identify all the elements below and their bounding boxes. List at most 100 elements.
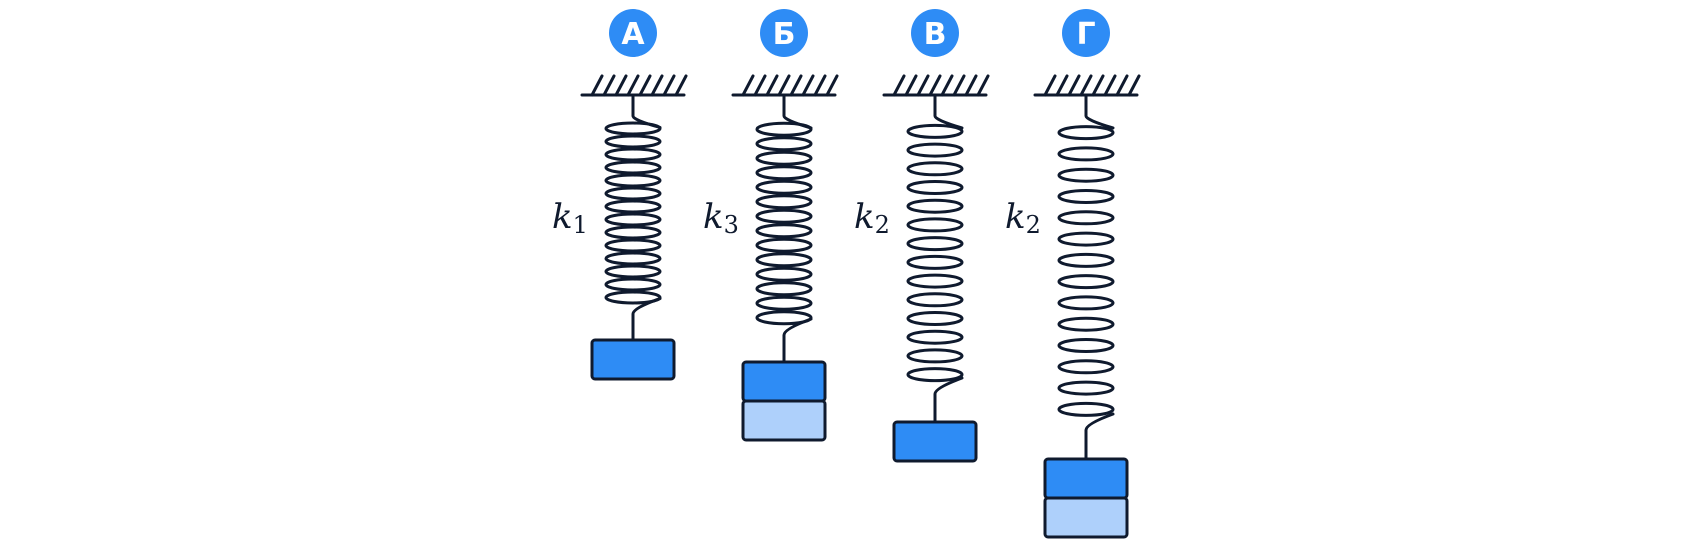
spring-coil bbox=[906, 198, 964, 214]
ceiling-hatch bbox=[1067, 74, 1081, 97]
load-block-top bbox=[1043, 457, 1129, 500]
ceiling-hatch bbox=[789, 74, 803, 97]
ceiling-hatch bbox=[964, 74, 978, 97]
spring-coil bbox=[1057, 401, 1115, 417]
ceiling-hatch bbox=[1127, 74, 1141, 97]
stiffness-label: k2 bbox=[854, 197, 890, 239]
ceiling-support bbox=[731, 74, 839, 97]
spring-coil bbox=[604, 173, 662, 188]
badge-circle bbox=[911, 9, 959, 57]
load-block bbox=[892, 420, 978, 463]
spring-coil bbox=[755, 165, 813, 181]
spring-coil bbox=[604, 238, 662, 253]
spring-coil bbox=[755, 252, 813, 268]
spring-coil bbox=[1057, 316, 1115, 332]
badge-g: Г bbox=[1062, 9, 1110, 57]
spring-coil bbox=[755, 150, 813, 166]
spring-wire-top bbox=[933, 93, 964, 130]
ceiling-hatch bbox=[916, 74, 930, 97]
spring-coil bbox=[755, 223, 813, 239]
ceiling-hatch bbox=[765, 74, 779, 97]
ceiling-hatch bbox=[614, 74, 628, 97]
ceiling-hatch bbox=[952, 74, 966, 97]
ceiling-hatch bbox=[904, 74, 918, 97]
spring-coil bbox=[906, 142, 964, 158]
ceiling-hatch bbox=[813, 74, 827, 97]
stiffness-subscript: 2 bbox=[1026, 211, 1041, 239]
spring-wire-bottom bbox=[631, 297, 662, 342]
ceiling-hatch bbox=[777, 74, 791, 97]
ceiling-hatch bbox=[662, 74, 676, 97]
spring-coil bbox=[1057, 125, 1115, 141]
spring-coil bbox=[906, 180, 964, 195]
spring-coil bbox=[604, 251, 662, 266]
stiffness-subscript: 2 bbox=[875, 211, 890, 239]
badge-circle bbox=[1062, 9, 1110, 57]
spring-coil bbox=[906, 123, 964, 139]
spring-coil bbox=[1057, 380, 1115, 396]
ceiling-support bbox=[1033, 74, 1141, 97]
spring-coil bbox=[755, 281, 813, 297]
spring bbox=[604, 93, 662, 342]
ceiling-support bbox=[580, 74, 688, 97]
spring-coil bbox=[604, 212, 662, 227]
stiffness-label: k1 bbox=[552, 197, 588, 239]
spring-coil bbox=[604, 147, 662, 162]
spring-coil bbox=[755, 208, 813, 224]
stiffness-subscript: 3 bbox=[724, 211, 739, 239]
badge-label: В bbox=[924, 17, 947, 52]
spring-coil bbox=[1057, 210, 1115, 226]
spring-coil bbox=[1057, 189, 1115, 204]
spring-coil bbox=[906, 292, 964, 308]
spring-wire-top bbox=[1084, 93, 1115, 130]
badge-v: В bbox=[911, 9, 959, 57]
badge-a: А bbox=[609, 9, 657, 57]
ceiling-hatch bbox=[1079, 74, 1093, 97]
badge-circle bbox=[760, 9, 808, 57]
spring-wire-bottom bbox=[933, 376, 964, 424]
ceiling-hatch bbox=[753, 74, 767, 97]
badge-label: Г bbox=[1076, 17, 1095, 52]
load-block-top bbox=[741, 360, 827, 403]
spring-coil bbox=[755, 295, 813, 311]
load-block bbox=[590, 338, 676, 381]
ceiling-hatch bbox=[590, 74, 604, 97]
spring-coil bbox=[604, 121, 662, 136]
spring-coil bbox=[604, 277, 662, 292]
spring-coil bbox=[1057, 231, 1115, 247]
spring-coil bbox=[604, 160, 662, 175]
spring bbox=[906, 93, 964, 424]
ceiling-hatch bbox=[825, 74, 839, 97]
spring-coil bbox=[906, 217, 964, 233]
spring-coil bbox=[906, 161, 964, 177]
spring-coil bbox=[755, 136, 813, 152]
ceiling-hatch bbox=[638, 74, 652, 97]
spring-coil bbox=[906, 311, 964, 326]
spring-coil bbox=[1057, 338, 1115, 353]
spring-coil bbox=[755, 194, 813, 210]
stiffness-symbol: k bbox=[552, 197, 573, 237]
badge-label: А bbox=[621, 17, 645, 52]
spring-coil bbox=[906, 329, 964, 345]
ceiling-hatch bbox=[892, 74, 906, 97]
spring-coil bbox=[906, 254, 964, 270]
spring-coil bbox=[604, 225, 662, 240]
ceiling-hatch bbox=[602, 74, 616, 97]
setup-b: Б k3 bbox=[703, 9, 839, 442]
spring-coil bbox=[1057, 295, 1115, 311]
spring-coil bbox=[755, 266, 813, 282]
spring-coil bbox=[906, 236, 964, 252]
stiffness-subscript: 1 bbox=[573, 211, 588, 239]
spring-coil bbox=[755, 121, 813, 137]
spring-coil bbox=[1057, 274, 1115, 290]
ceiling-support bbox=[882, 74, 990, 97]
spring bbox=[1057, 93, 1115, 461]
load-block-bottom bbox=[1043, 496, 1129, 539]
spring-wire-bottom bbox=[782, 317, 813, 364]
spring-coil bbox=[1057, 359, 1115, 375]
ceiling-hatch bbox=[1115, 74, 1129, 97]
badge-circle bbox=[609, 9, 657, 57]
spring-coil bbox=[755, 179, 813, 195]
spring-coil bbox=[604, 186, 662, 201]
